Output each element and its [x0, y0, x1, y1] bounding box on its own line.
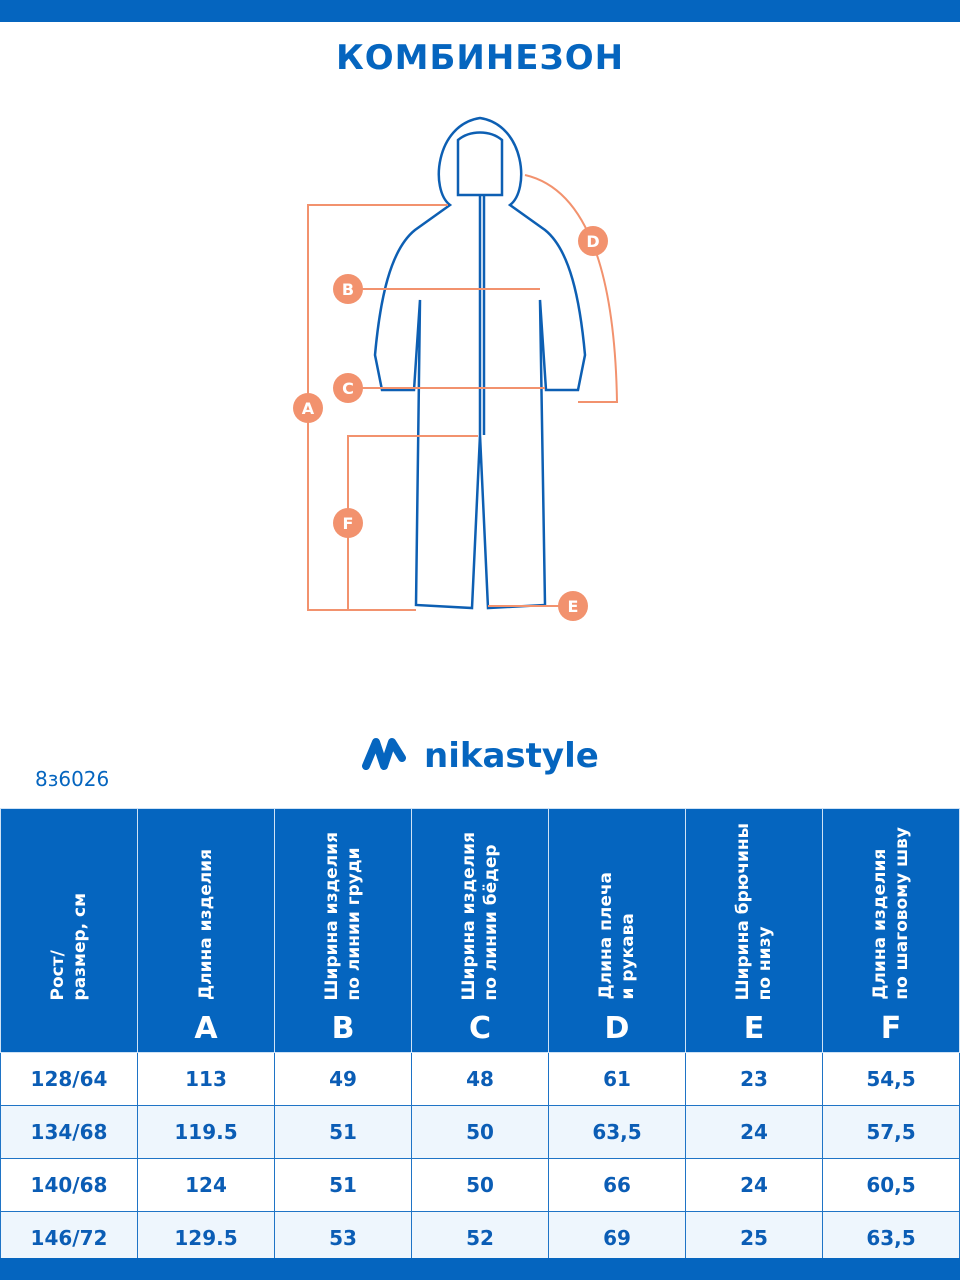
brand-logo: nikastyle [362, 736, 599, 776]
column-header-text: Ширина брючины по низу [733, 822, 775, 1000]
top-bar [0, 0, 960, 22]
table-cell: 69 [548, 1211, 686, 1265]
table-cell: 49 [274, 1052, 412, 1106]
label-a: A [302, 399, 315, 418]
table-cell: 54,5 [822, 1052, 960, 1106]
table-cell: 57,5 [822, 1105, 960, 1159]
jumpsuit-outline [373, 116, 587, 610]
table-cell: 50 [411, 1158, 549, 1212]
table-cell: 51 [274, 1158, 412, 1212]
article-code: 8з6026 [35, 767, 110, 791]
table-cell: 24 [685, 1105, 823, 1159]
table-cell: 52 [411, 1211, 549, 1265]
table-cell: 66 [548, 1158, 686, 1212]
table-cell: 61 [548, 1052, 686, 1106]
jumpsuit-diagram: A B C D E F [293, 116, 619, 621]
table-cell: 124 [137, 1158, 275, 1212]
table-cell: 129.5 [137, 1211, 275, 1265]
column-letter: E [743, 1011, 765, 1046]
table-cell: 23 [685, 1052, 823, 1106]
table-cell: 51 [274, 1105, 412, 1159]
label-b: B [342, 280, 354, 299]
table-cell: 119.5 [137, 1105, 275, 1159]
column-letter: A [194, 1011, 218, 1046]
page-title: КОМБИНЕЗОН [335, 38, 625, 78]
brand-logo-icon [362, 738, 406, 770]
label-c: C [342, 379, 354, 398]
column-header-text: Рост/ размер, см [48, 892, 90, 1000]
table-cell: 146/72 [0, 1211, 138, 1265]
column-header-text: Длина изделия [196, 849, 216, 1000]
label-f: F [343, 514, 354, 533]
table-cell: 24 [685, 1158, 823, 1212]
table-cell: 48 [411, 1052, 549, 1106]
column-header: Рост/ размер, см [0, 808, 138, 1053]
column-letter: C [468, 1011, 492, 1046]
table-cell: 50 [411, 1105, 549, 1159]
table-cell: 134/68 [0, 1105, 138, 1159]
column-header-text: Длина плеча и рукава [596, 872, 638, 1000]
column-letter: F [880, 1011, 902, 1046]
label-d: D [586, 232, 599, 251]
table-cell: 140/68 [0, 1158, 138, 1212]
column-header-text: Ширина изделия по линии груди [322, 831, 364, 1000]
column-header-text: Длина изделия по шаговому шву [870, 827, 912, 1000]
column-letter: B [331, 1011, 355, 1046]
brand-name: nikastyle [424, 736, 599, 776]
table-cell: 60,5 [822, 1158, 960, 1212]
column-letter: D [604, 1011, 630, 1046]
table-cell: 63,5 [822, 1211, 960, 1265]
table-cell: 128/64 [0, 1052, 138, 1106]
table-cell: 25 [685, 1211, 823, 1265]
bottom-bar [0, 1258, 960, 1280]
label-e: E [568, 597, 579, 616]
table-cell: 63,5 [548, 1105, 686, 1159]
table-cell: 113 [137, 1052, 275, 1106]
column-header-text: Ширина изделия по линии бёдер [459, 831, 501, 1000]
table-cell: 53 [274, 1211, 412, 1265]
